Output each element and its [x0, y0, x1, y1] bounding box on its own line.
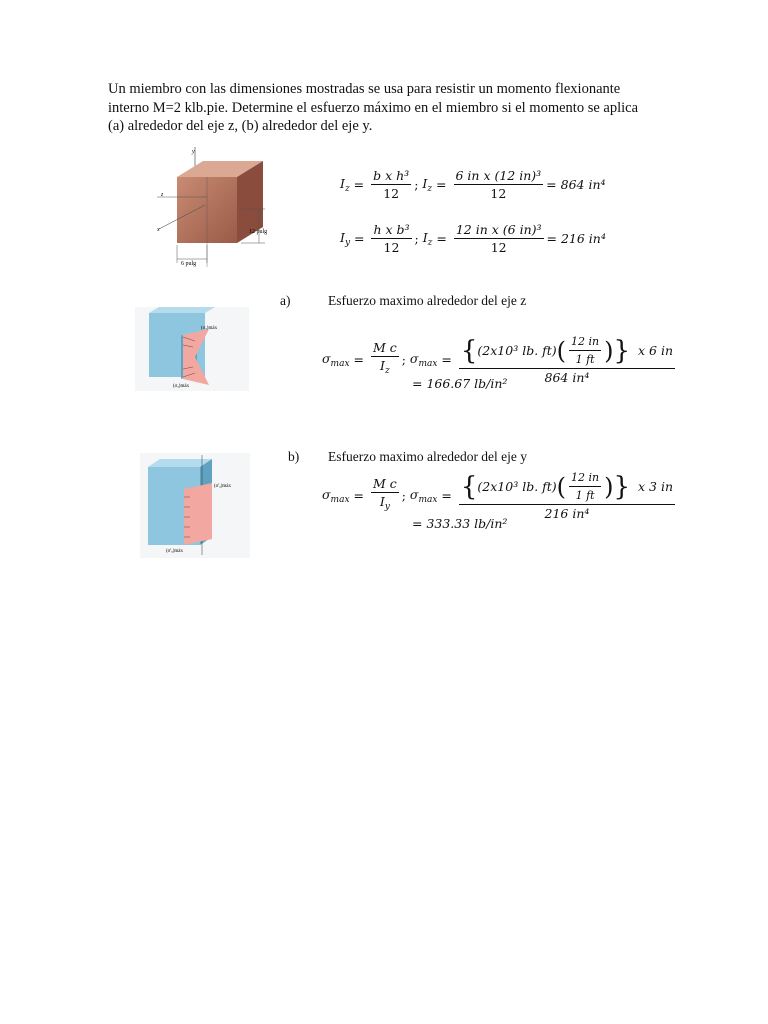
part-a-equation: σmax = M c Iz ; σmax = { (2x10³ lb. ft) …	[322, 335, 676, 385]
part-a-title: Esfuerzo maximo alrededor del eje z	[328, 293, 527, 308]
part-a-label: a)	[280, 293, 291, 308]
iz-formula-fraction: b x h³ 12	[371, 168, 412, 201]
iy-calc-fraction: 12 in x (6 in)³ 12	[453, 222, 544, 255]
part-b-label: b)	[288, 449, 300, 464]
z-axis-label: z	[160, 192, 164, 198]
problem-line-3: (a) alrededor del eje z, (b) alrededor d…	[108, 118, 373, 134]
part-b-title: Esfuerzo maximo alrededor del eje y	[328, 449, 528, 464]
width-dimension-label: 6 pulg	[181, 261, 196, 267]
stress-distribution-y	[184, 483, 212, 545]
fig-a-label-bottom: (σₓ)máx	[173, 384, 190, 389]
part-b-equation: σmax = M c Iy ; σmax = { (2x10³ lb. ft) …	[322, 471, 676, 521]
part-b-result: = 333.33 lb/in²	[412, 516, 508, 531]
beam-dimension-figure: y z x 12 pulg 6 pulg	[156, 147, 267, 267]
x-axis-label: x	[156, 227, 160, 233]
fig-a-label-top: (σₓ)máx	[201, 326, 218, 331]
iz-result: = 864 in⁴	[546, 177, 606, 192]
problem-line-2: interno M=2 klb.pie. Determine el esfuer…	[108, 99, 639, 116]
iy-formula-fraction: h x b³ 12	[371, 222, 412, 255]
beam-side-face	[237, 161, 263, 243]
part-a-result: = 166.67 lb/in²	[412, 376, 508, 391]
iz-equation: Iz = b x h³ 12 ; Iz = 6 in x (12 in)³ 12…	[340, 168, 606, 201]
iy-equation: Iy = h x b³ 12 ; Iz = 12 in x (6 in)³ 12…	[340, 222, 606, 255]
stress-figure-y: (σ'ₓ)máx (σ'ₓ)máx	[140, 453, 250, 558]
height-dimension-label: 12 pulg	[249, 229, 267, 235]
stress-distribution-z	[183, 329, 209, 385]
y-axis-label: y	[191, 149, 195, 155]
fig-b-label-bottom: (σ'ₓ)máx	[166, 549, 183, 554]
fig-b-label-top: (σ'ₓ)máx	[214, 484, 231, 489]
stress-figure-z: (σₓ)máx (σₓ)máx	[135, 307, 249, 391]
iz-calc-fraction: 6 in x (12 in)³ 12	[453, 168, 544, 201]
problem-line-1: Un miembro con las dimensiones mostradas…	[108, 81, 621, 97]
x-axis-line	[158, 204, 206, 230]
iy-result: = 216 in⁴	[546, 231, 606, 246]
problem-statement: Un miembro con las dimensiones mostradas…	[108, 80, 668, 136]
beam-top-face	[177, 161, 263, 177]
part-a-formula-fraction: M c Iz	[370, 340, 399, 376]
part-b-formula-fraction: M c Iy	[370, 476, 399, 512]
